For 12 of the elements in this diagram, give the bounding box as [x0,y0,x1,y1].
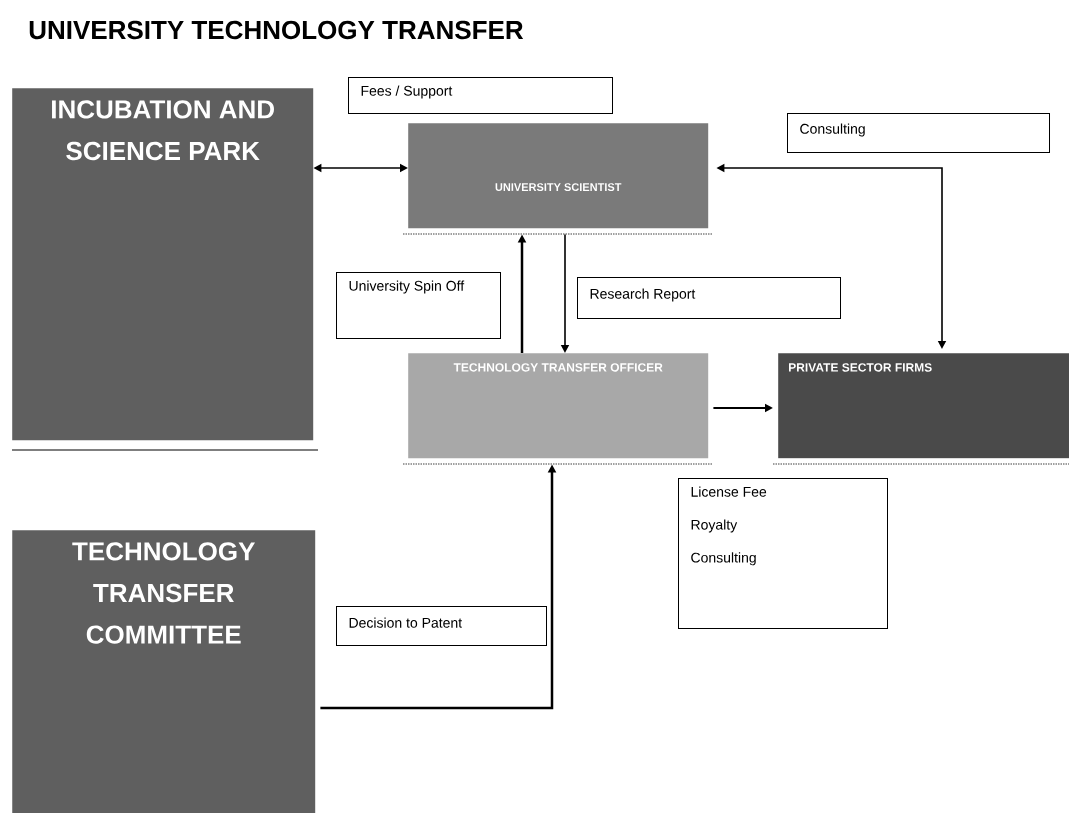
text-box: Fees / Support [348,77,613,114]
title: UNIVERSITY TECHNOLOGY TRANSFER [29,20,524,40]
process-box: TECHNOLOGY TRANSFER OFFICER [408,353,709,459]
process-box: INCUBATION AND SCIENCE PARK [12,88,314,441]
text-box: University Spin Off [336,272,501,339]
text-box: Research Report [577,277,841,319]
text-box: Decision to Patent [336,606,547,646]
text-box: Consulting [787,113,1050,153]
text-box: License Fee Royalty Consulting [678,478,888,629]
process-box: TECHNOLOGY TRANSFER COMMITTEE [12,530,316,813]
process-box: UNIVERSITY SCIENTIST [408,123,709,229]
process-box: PRIVATE SECTOR FIRMS [778,353,1069,459]
